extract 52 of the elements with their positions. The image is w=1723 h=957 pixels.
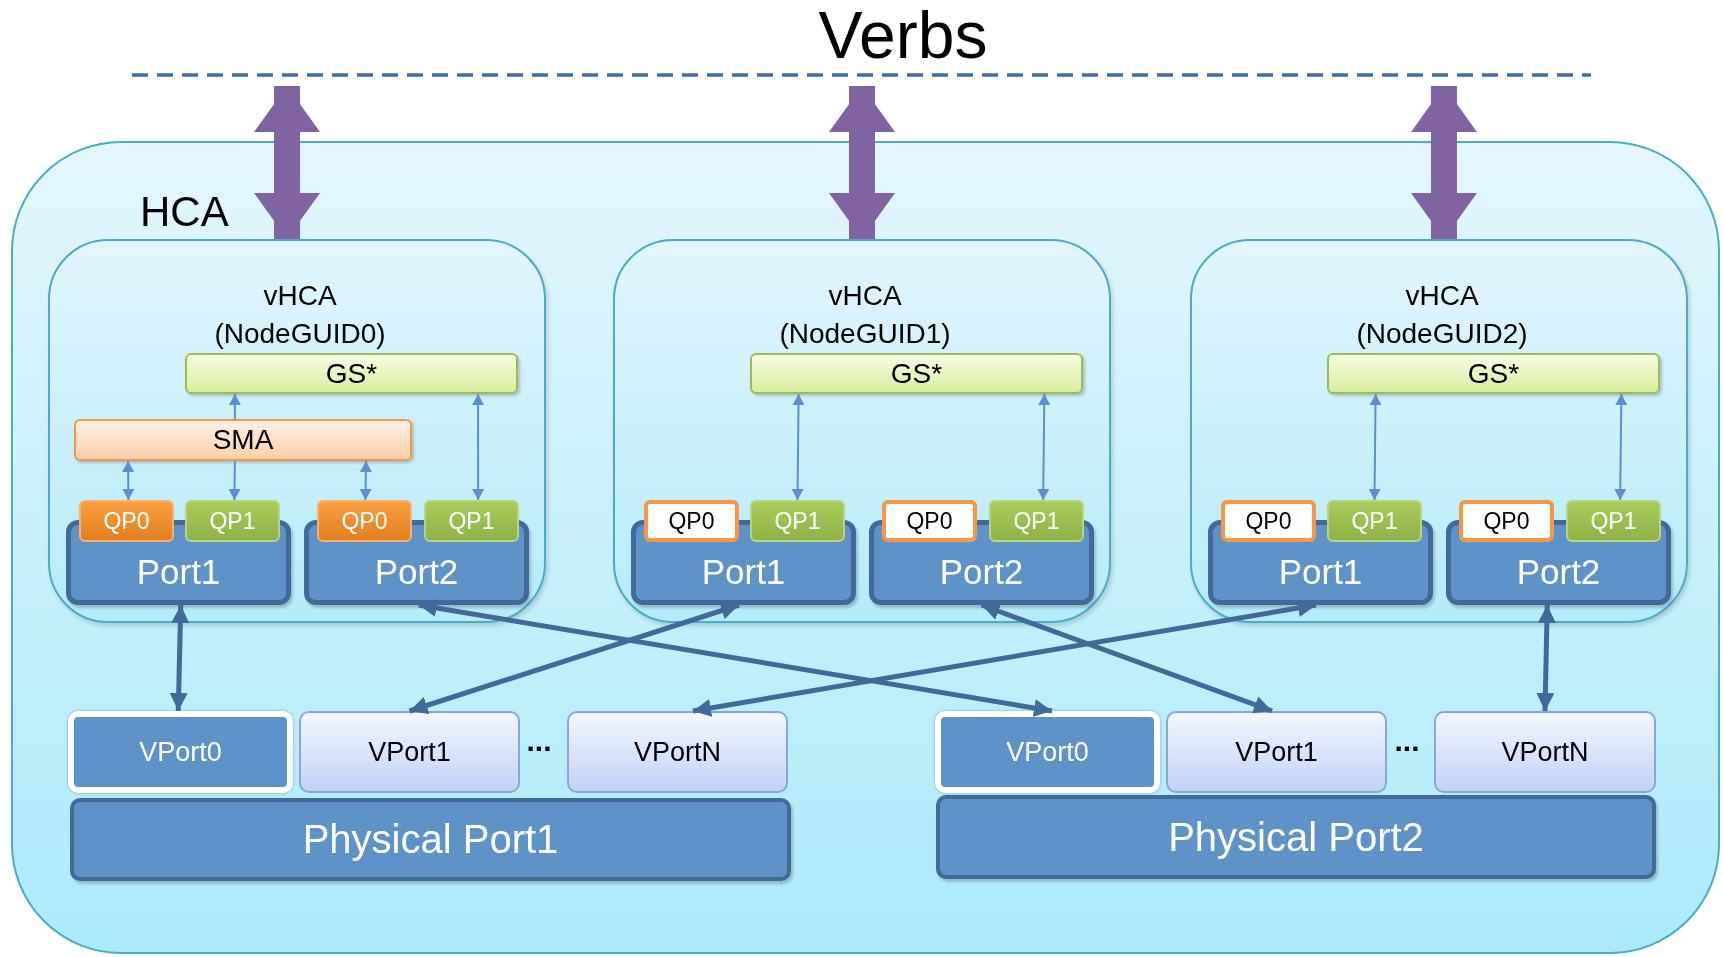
vhca-box (1190, 239, 1688, 623)
double-block-arrow (254, 86, 321, 239)
gs-box: GS* (1327, 353, 1660, 394)
qp-box: QP0 (882, 500, 977, 542)
arrow (791, 393, 805, 501)
physical-port-bar: Physical Port2 (936, 795, 1656, 879)
vport-box: VPortN (567, 711, 788, 793)
double-block-arrow (1411, 86, 1477, 239)
arrow (1536, 604, 1556, 712)
ellipsis-label: ... (1393, 726, 1421, 756)
qp-box: QP1 (1327, 500, 1422, 542)
sma-box: SMA (74, 419, 412, 461)
arrow (472, 393, 485, 501)
arrow (980, 602, 1273, 714)
vport-box: VPort0 (68, 711, 293, 793)
arrow (228, 460, 241, 501)
arrow (122, 460, 135, 501)
qp-box: QP1 (185, 500, 280, 542)
qp-box: QP1 (750, 500, 845, 542)
gs-box: GS* (185, 353, 518, 394)
arrow (228, 393, 241, 420)
hca-label: HCA (140, 191, 229, 233)
qp-box: QP0 (644, 500, 739, 542)
vport-box: VPort0 (935, 711, 1160, 793)
qp-box: QP1 (1566, 500, 1661, 542)
arrow (1368, 393, 1382, 501)
double-block-arrow (829, 86, 895, 239)
qp-box: QP0 (1459, 500, 1554, 542)
vhca-box (613, 239, 1111, 623)
vhca-heading: vHCA (NodeGUID1) (778, 279, 952, 351)
diagram-title: Verbs (817, 2, 989, 68)
vport-box: VPort1 (1166, 711, 1387, 793)
vport-box: VPortN (1434, 711, 1656, 793)
qp-box: QP0 (317, 500, 412, 542)
qp-box: QP1 (989, 500, 1084, 542)
arrow (1614, 393, 1628, 501)
ellipsis-label: ... (525, 726, 553, 756)
arrow (1037, 393, 1051, 501)
vhca-box (48, 239, 546, 623)
vhca-heading: vHCA (NodeGUID0) (213, 279, 387, 351)
physical-port-bar: Physical Port1 (70, 798, 791, 881)
qp-box: QP0 (1221, 500, 1316, 542)
arrow (418, 599, 1053, 717)
vhca-heading: vHCA (NodeGUID2) (1355, 279, 1529, 351)
hca-container (11, 141, 1720, 954)
arrow (359, 460, 372, 501)
qp-box: QP1 (424, 500, 519, 542)
arrow (169, 604, 190, 712)
vport-box: VPort1 (299, 711, 520, 793)
gs-box: GS* (750, 353, 1083, 394)
qp-box: QP0 (79, 500, 174, 542)
arrow (692, 599, 1317, 717)
